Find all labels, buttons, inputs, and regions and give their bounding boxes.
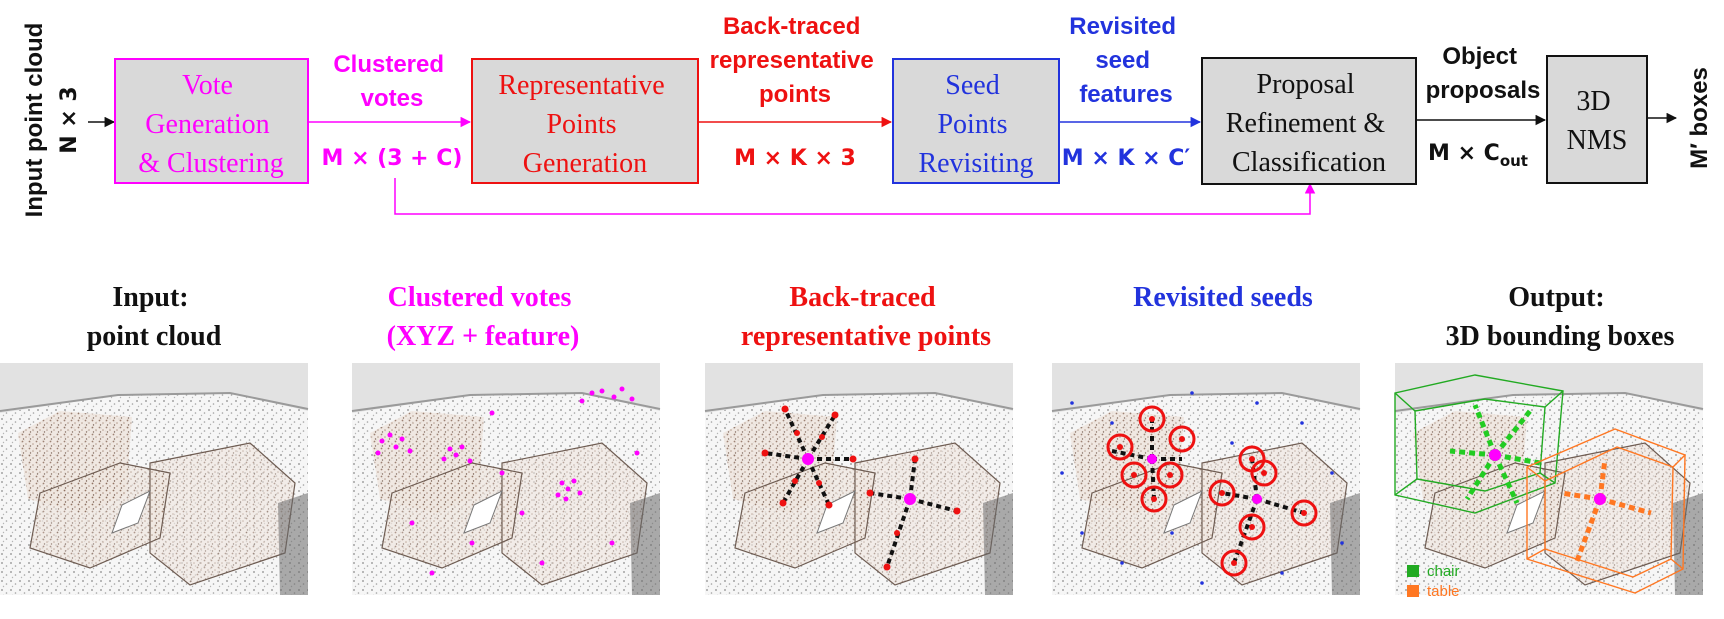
panel-3-image [704,362,1014,596]
output-label: M′ boxes [1686,67,1713,169]
panel-1-title-line-2: point cloud [87,321,222,352]
vote-box-line-1: Vote [182,70,233,101]
svg-text:Object proposals: Object proposals [1426,43,1541,104]
panel-2-image [351,362,661,596]
proposals-dim-subscript: out [1500,152,1528,170]
svg-text:Seed Points Revisiting: Seed Points Revisiting [918,70,1033,179]
svg-text:Representative Points: Representative Points Generation [498,70,671,179]
vote-box-line-2: Generation [145,109,269,140]
svg-text:Vote Generation & Clus: Vote Generation & Clustering [138,70,283,179]
rep-box-line-3: Generation [523,148,647,179]
chair-vote-lines [1449,404,1541,505]
seed-revisiting-box [892,58,1060,184]
svg-text:Back-traced representative: Back-traced representative points [710,13,881,108]
backtraced-dim: M × K × 3 [734,146,856,171]
svg-text:Proposal Refinement &: Proposal Refinement & Classification [1226,69,1392,178]
rep-box-line-1: Representative [498,70,664,101]
panel-4-title-line-1: Revisited seeds [1133,282,1313,313]
panel-5-title-line-2: 3D bounding boxes [1446,321,1675,352]
chair-bounding-box [1394,374,1564,514]
seed-box-line-3: Revisiting [918,148,1033,179]
seed-vote-center-1 [1147,454,1157,464]
svg-text:3D NMS: 3D NMS [1567,86,1628,156]
chair-vote-center [1489,449,1501,461]
panel-5-title: Output: 3D bounding boxes [1446,282,1675,352]
nms-box-line-1: 3D [1576,86,1610,117]
seed-box-line-1: Seed [945,70,999,101]
panel-5-image: chair table [1394,362,1704,600]
clustered-votes-dim: M × (3 + C) [322,146,463,171]
proposal-box-line-2: Refinement & [1226,108,1386,139]
proposal-refinement-box [1201,57,1417,185]
legend-chair-swatch [1407,565,1419,577]
panel-4-image [1051,362,1361,596]
seed-vote-center-2 [1252,494,1262,504]
table-vote-center [1594,493,1606,505]
revisited-label-2: seed [1095,47,1150,74]
panel-1-title-line-1: Input: [112,282,188,313]
seed-rings [1106,405,1318,577]
svg-text:M × Cout: M × Cout [1428,141,1528,170]
rep-box-line-2: Points [546,109,616,140]
seed-ring-centers [1117,416,1307,566]
legend-chair-label: chair [1427,563,1460,580]
panel-3-title: Back-traced representative points [741,282,991,352]
proposal-box-line-3: Classification [1232,147,1386,178]
proposals-label-1: Object [1442,43,1517,70]
panel-2-title: Clustered votes (XYZ + feature) [387,282,580,352]
vote-center-1 [802,453,814,465]
panel-5-title-line-1: Output: [1508,282,1604,313]
proposals-dim: M × C [1428,141,1500,166]
vote-points [375,386,640,576]
panel-4-title: Revisited seeds [1133,282,1313,313]
svg-text:Clustered votes: Clustered votes [333,51,450,112]
clustered-votes-label-2: votes [361,85,424,112]
backtraced-label-1: Back-traced [723,13,860,40]
panel-3-title-line-1: Back-traced [789,282,936,313]
legend-table-label: table [1427,583,1460,600]
revisited-label-1: Revisited [1069,13,1176,40]
skip-connection-arrow [394,178,1316,215]
revisited-dim: M × K × C′ [1062,146,1191,171]
panel-2-title-line-1: Clustered votes [388,282,572,313]
table-bounding-box [1526,428,1686,594]
vote-center-2 [904,493,916,505]
proposal-box-line-1: Proposal [1257,69,1355,100]
nms-box-line-2: NMS [1567,125,1628,156]
vote-box-line-3: & Clustering [138,148,283,179]
representative-points-box [471,58,699,184]
representative-points [761,405,961,571]
backtraced-label-2: representative [710,47,874,74]
vote-generation-box [114,58,309,184]
input-label: Input point cloud [21,23,48,218]
panel-1-title: Input: point cloud [87,282,222,352]
legend-table-swatch [1407,585,1419,597]
revisited-label-3: features [1079,81,1172,108]
clustered-votes-label-1: Clustered [333,51,444,78]
svg-text:Revisited seed feature: Revisited seed features [1069,13,1182,108]
seed-box-line-2: Points [937,109,1007,140]
nms-box [1546,55,1648,184]
panel-2-title-line-2: (XYZ + feature) [387,321,580,352]
input-dim: N × 3 [57,86,82,153]
proposals-label-2: proposals [1426,77,1541,104]
seed-points [1060,391,1344,585]
panel-3-title-line-2: representative points [741,321,991,352]
panel-1-image [0,362,309,596]
table-vote-lines [1560,458,1652,562]
backtraced-label-3: points [759,81,831,108]
